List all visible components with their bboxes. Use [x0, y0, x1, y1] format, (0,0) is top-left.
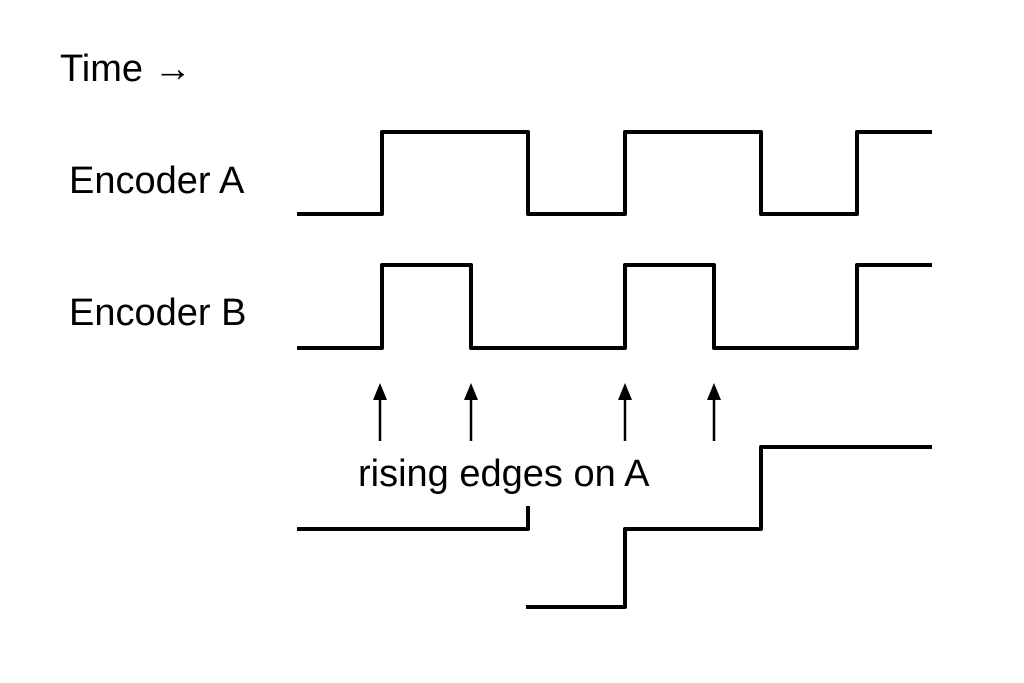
encoder-a-waveform — [297, 130, 932, 216]
counter-staircase — [526, 445, 932, 609]
encoder-b-waveform — [297, 263, 932, 350]
up-arrow-icon — [373, 383, 387, 400]
up-arrow-icon — [464, 383, 478, 400]
up-arrow-icon — [618, 383, 632, 400]
up-arrow-icon — [707, 383, 721, 400]
rising-edge-arrows — [373, 383, 721, 441]
signal-label-encoder-b: Encoder B — [69, 292, 246, 334]
counter-step-left — [297, 506, 530, 531]
signal-label-encoder-a: Encoder A — [69, 160, 245, 202]
time-axis-label: Time → — [60, 48, 192, 90]
rising-edges-annotation: rising edges on A — [358, 453, 650, 495]
